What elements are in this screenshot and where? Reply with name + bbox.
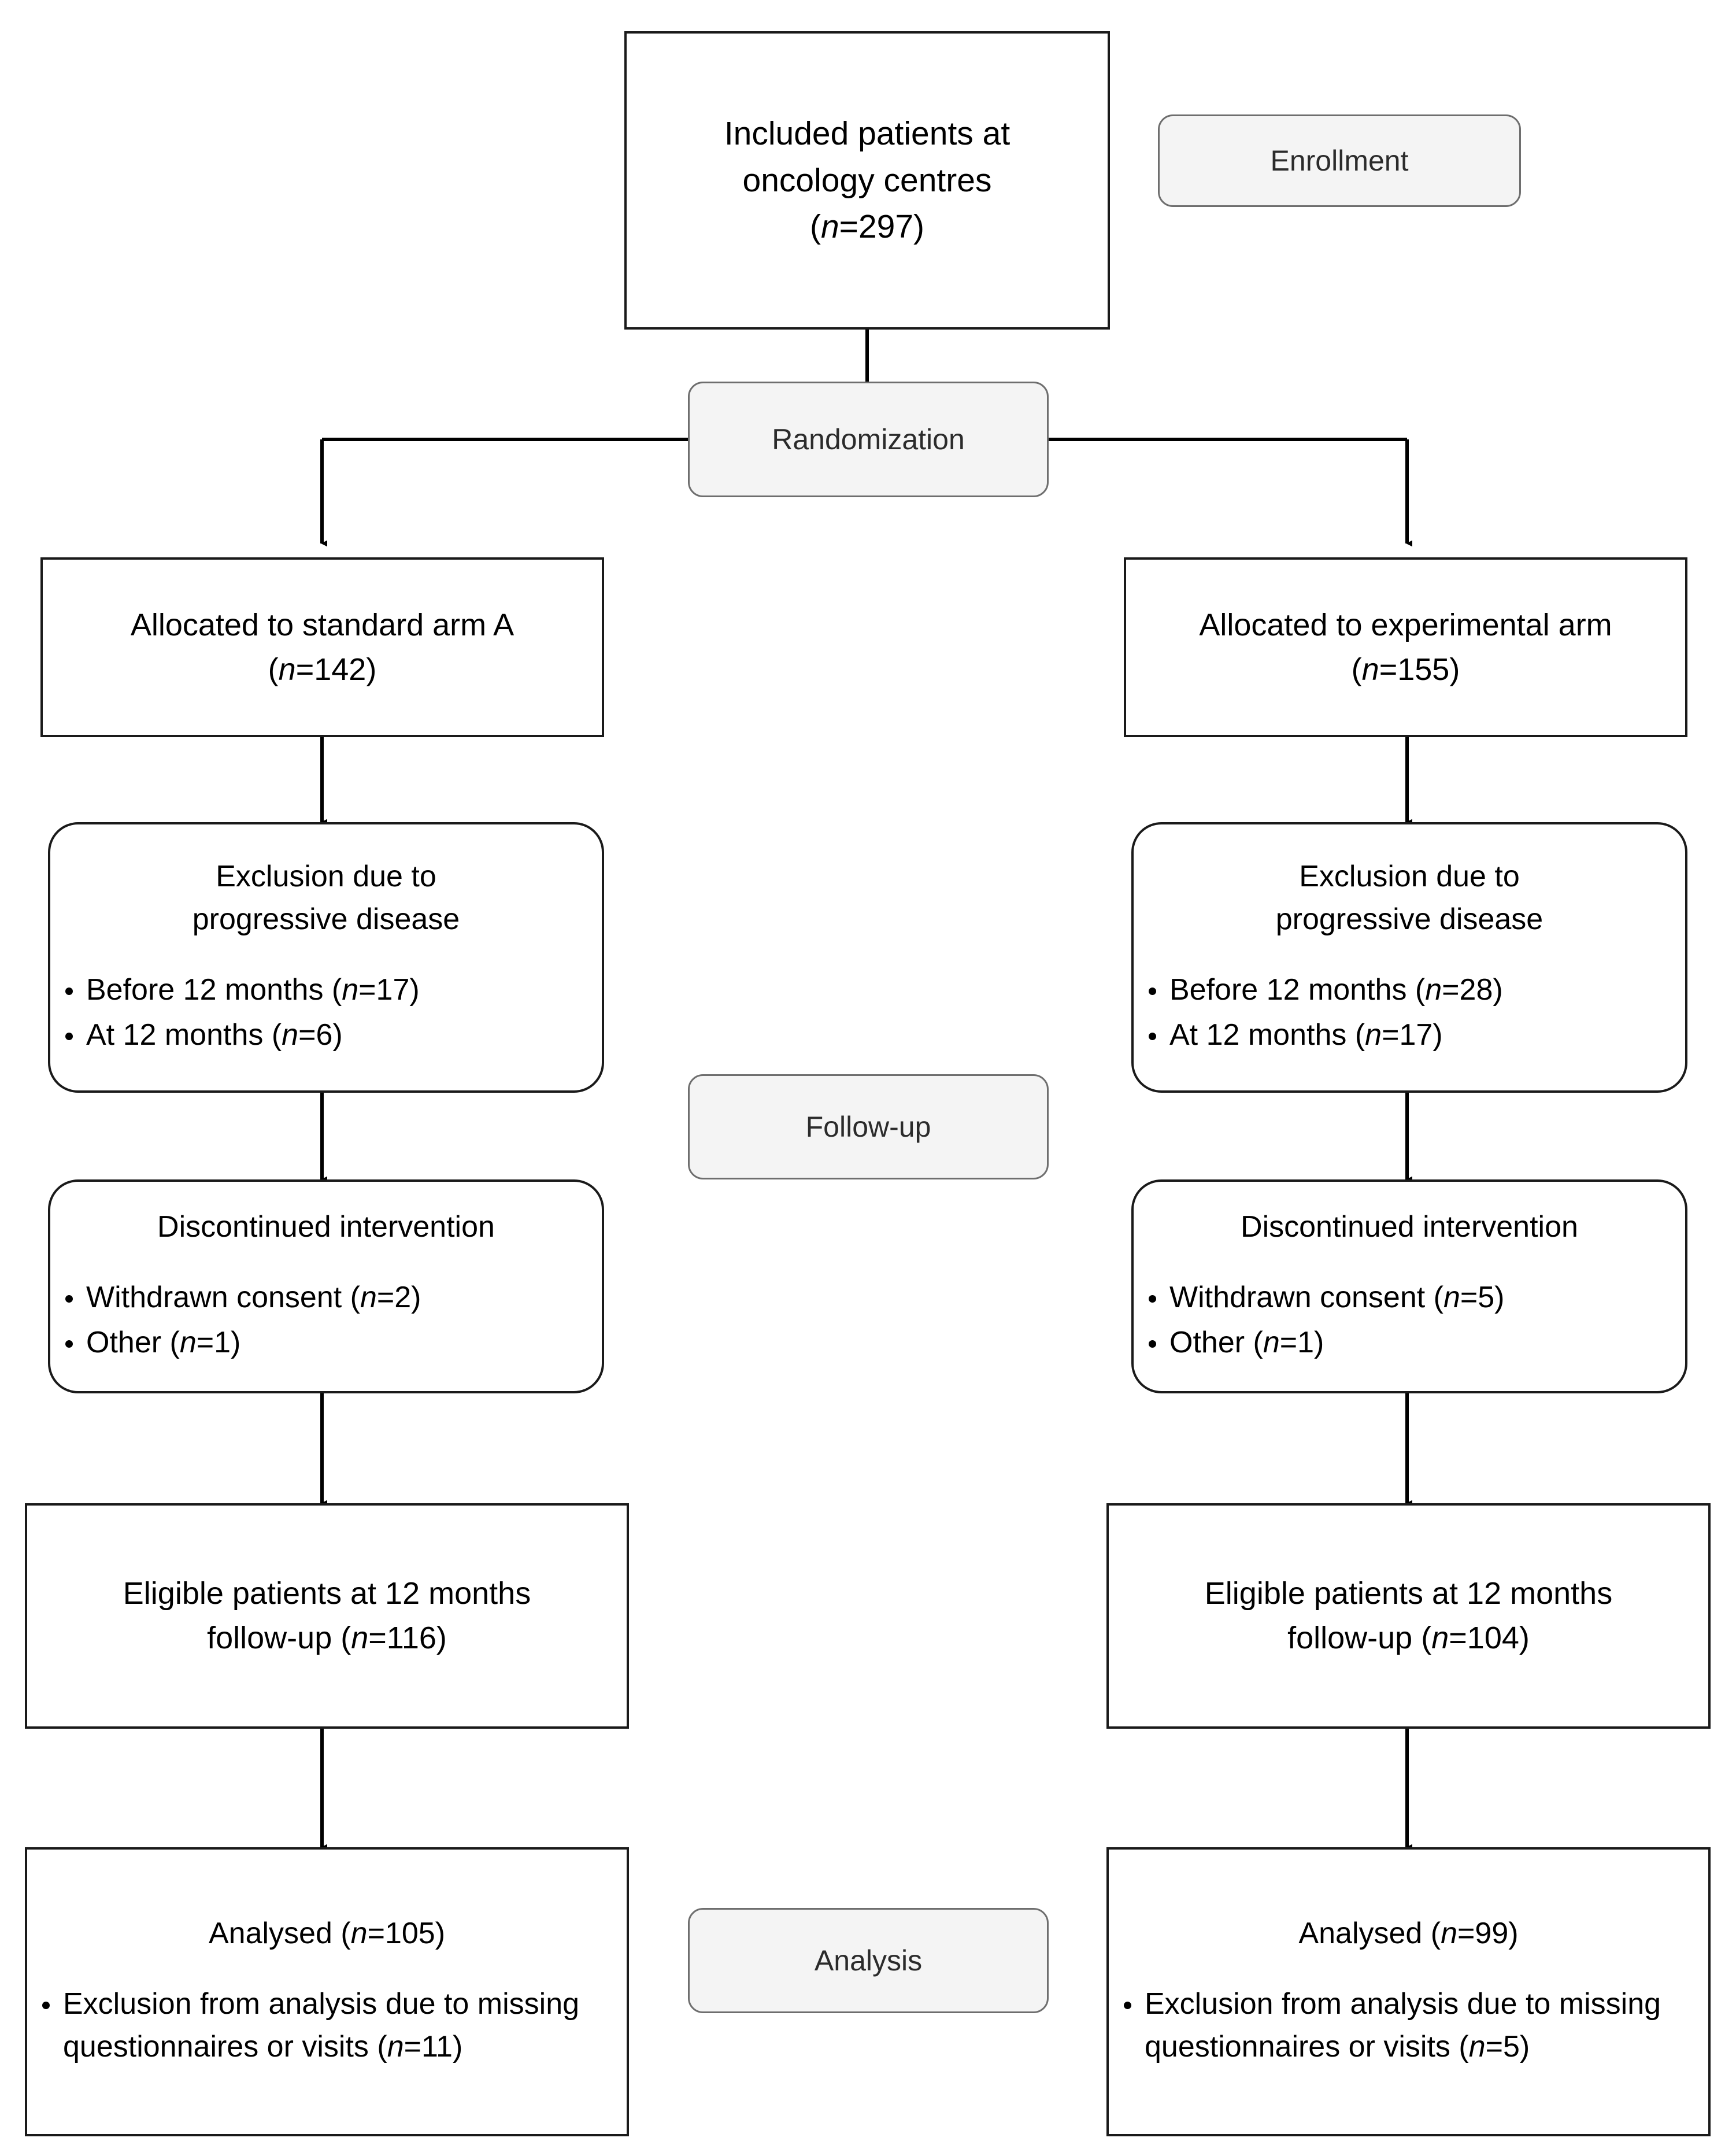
- node-allocated-experimental-arm: Allocated to experimental arm (n=155): [1124, 557, 1687, 737]
- list-item: Before 12 months (n=28): [1134, 969, 1685, 1012]
- node-exclusion-progressive-disease-left: Exclusion due to progressive disease Bef…: [48, 822, 604, 1093]
- list-item: Other (n=1): [50, 1322, 602, 1364]
- node-analysed-right: Analysed (n=99) Exclusion from analysis …: [1106, 1847, 1711, 2136]
- excl-left-line-1: Exclusion due to: [216, 860, 436, 894]
- stage-label-analysis: Analysis: [814, 1944, 923, 1977]
- disc-right-bullet-list: Withdrawn consent (n=5) Other (n=1): [1134, 1277, 1685, 1367]
- node-eligible-patients-right: Eligible patients at 12 months follow-up…: [1106, 1503, 1711, 1729]
- list-item: At 12 months (n=17): [1134, 1014, 1685, 1057]
- excl-right-bullet-list: Before 12 months (n=28) At 12 months (n=…: [1134, 969, 1685, 1059]
- disc-right-line-1: Discontinued intervention: [1241, 1210, 1578, 1244]
- analysed-left-bullet-list: Exclusion from analysis due to missing q…: [27, 1983, 627, 2071]
- list-item: Before 12 months (n=17): [50, 969, 602, 1012]
- node-discontinued-intervention-left: Discontinued intervention Withdrawn cons…: [48, 1179, 604, 1393]
- list-item: Exclusion from analysis due to missing q…: [1109, 1983, 1708, 2069]
- alloc-left-line-2: (n=142): [268, 652, 377, 687]
- included-line-3: (n=297): [809, 208, 925, 246]
- disc-left-line-1: Discontinued intervention: [157, 1210, 495, 1244]
- excl-left-line-2: progressive disease: [192, 903, 460, 937]
- disc-left-bullet-list: Withdrawn consent (n=2) Other (n=1): [50, 1277, 602, 1367]
- stage-chip-enrollment: Enrollment: [1158, 114, 1521, 207]
- alloc-right-line-1: Allocated to experimental arm: [1199, 607, 1612, 642]
- analysed-right-line-1: Analysed (n=99): [1298, 1917, 1519, 1951]
- node-allocated-standard-arm: Allocated to standard arm A (n=142): [40, 557, 604, 737]
- stage-label-randomization: Randomization: [772, 423, 965, 456]
- stage-label-enrollment: Enrollment: [1270, 145, 1409, 177]
- elig-right-line-2: follow-up (n=104): [1287, 1621, 1530, 1655]
- analysed-left-line-1: Analysed (n=105): [208, 1917, 446, 1951]
- analysed-right-bullet-list: Exclusion from analysis due to missing q…: [1109, 1983, 1708, 2071]
- included-line-2: oncology centres: [742, 161, 992, 199]
- node-exclusion-progressive-disease-right: Exclusion due to progressive disease Bef…: [1131, 822, 1687, 1093]
- list-item: Exclusion from analysis due to missing q…: [27, 1983, 627, 2069]
- stage-label-followup: Follow-up: [805, 1111, 931, 1143]
- excl-right-line-1: Exclusion due to: [1299, 860, 1520, 894]
- stage-chip-followup: Follow-up: [688, 1074, 1049, 1179]
- list-item: Withdrawn consent (n=5): [1134, 1277, 1685, 1319]
- excl-right-line-2: progressive disease: [1275, 903, 1543, 937]
- alloc-right-line-2: (n=155): [1351, 652, 1460, 687]
- elig-left-line-2: follow-up (n=116): [207, 1621, 447, 1655]
- list-item: At 12 months (n=6): [50, 1014, 602, 1057]
- excl-left-bullet-list: Before 12 months (n=17) At 12 months (n=…: [50, 969, 602, 1059]
- elig-right-line-1: Eligible patients at 12 months: [1204, 1576, 1613, 1611]
- node-eligible-patients-left: Eligible patients at 12 months follow-up…: [25, 1503, 629, 1729]
- included-line-1: Included patients at: [724, 114, 1010, 152]
- node-analysed-left: Analysed (n=105) Exclusion from analysis…: [25, 1847, 629, 2136]
- list-item: Withdrawn consent (n=2): [50, 1277, 602, 1319]
- stage-chip-randomization: Randomization: [688, 382, 1049, 497]
- alloc-left-line-1: Allocated to standard arm A: [130, 607, 514, 642]
- list-item: Other (n=1): [1134, 1322, 1685, 1364]
- stage-chip-analysis: Analysis: [688, 1908, 1049, 2013]
- node-included-patients: Included patients at oncology centres (n…: [624, 31, 1110, 330]
- node-discontinued-intervention-right: Discontinued intervention Withdrawn cons…: [1131, 1179, 1687, 1393]
- elig-left-line-1: Eligible patients at 12 months: [123, 1576, 531, 1611]
